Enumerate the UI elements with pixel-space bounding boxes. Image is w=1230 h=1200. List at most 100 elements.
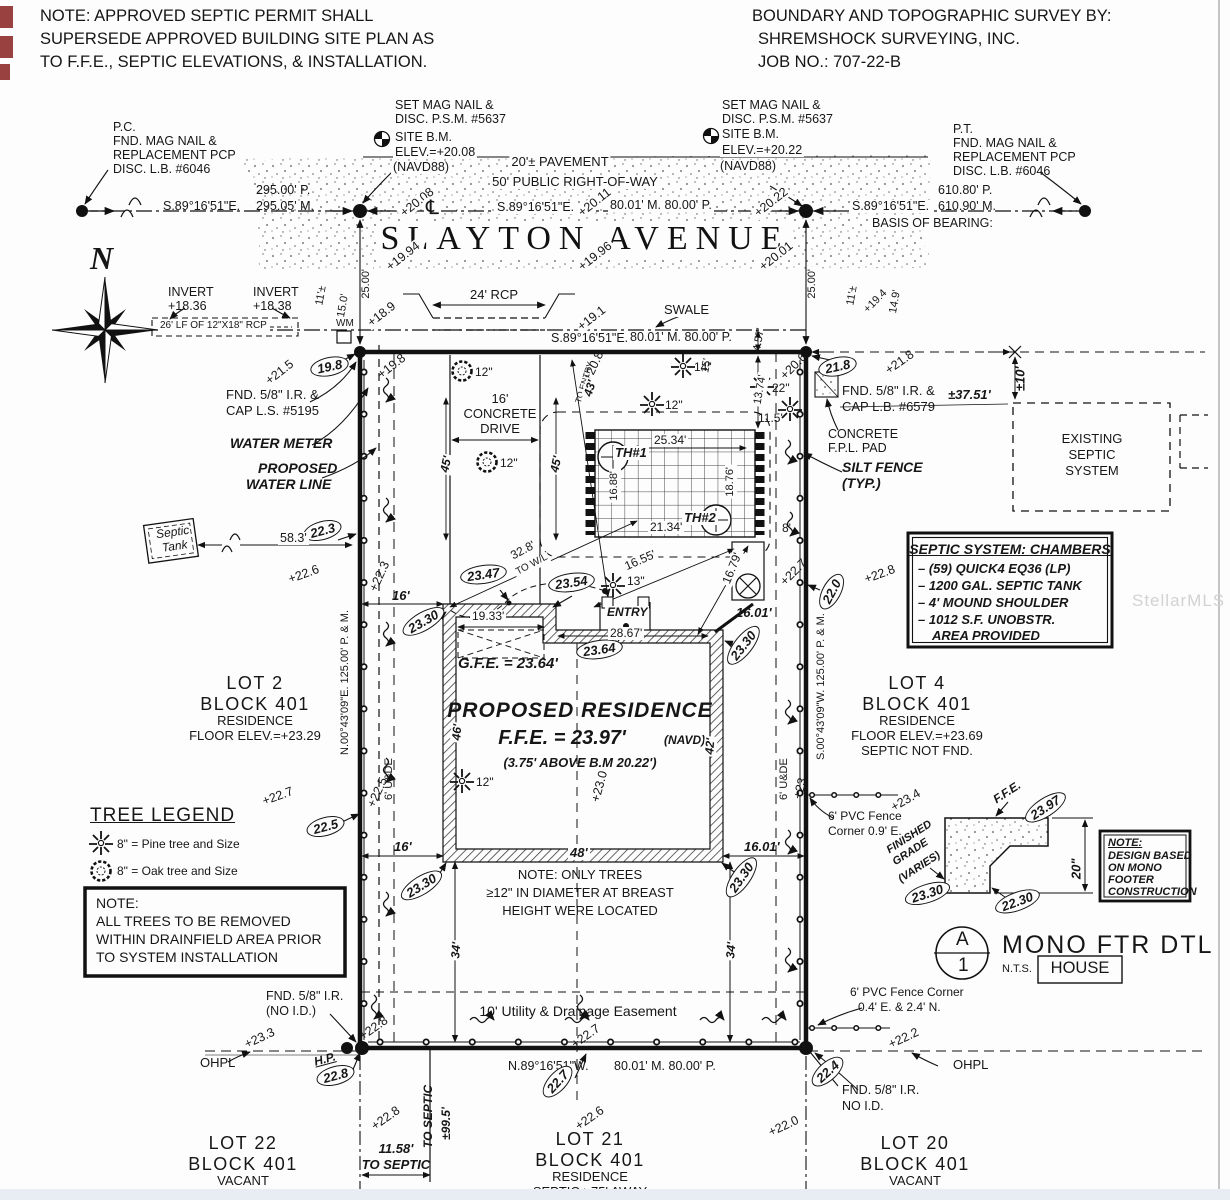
dim-16-bottom: 16' [394,839,412,854]
dim-2134: 21.34' [648,520,685,534]
detail-bubble-letter: A [956,929,969,950]
dim-34a: 34' [448,939,464,961]
lot2-line1: LOT 2 [226,673,284,693]
dim-1158: 11.58' [378,1141,414,1156]
septic-chambers-box [906,531,1114,649]
dim-25-left: 25.00' [360,266,373,301]
dim-995-to-septic: TO SEPTIC [421,1084,435,1148]
north-letter: N [90,240,114,276]
treenote-line3: HEIGHT WERE LOCATED [502,903,658,918]
culvert-pipe-label: 26' LF OF 12"X18" RCP [158,320,269,332]
water-meter-wm: WM [336,318,354,329]
benchmark-icon-left [373,130,391,148]
bml-line1: SET MAG NAIL & [395,98,494,112]
lot22-line2: BLOCK 401 [188,1154,298,1174]
treenote-line2: ≥12" IN DIAMETER AT BREAST [486,885,674,900]
lot21-line2: BLOCK 401 [535,1150,645,1170]
legend-pine-label: 8" = Pine tree and Size [117,837,240,851]
fnd-ir-sw-line2: (NO I.D.) [266,1004,316,1018]
dim-2534: 25.34' [652,433,689,447]
bearing-west-segment: S.89°16'51"E. [163,199,241,213]
fnd-ir-nw-line2: CAP L.S. #5195 [226,403,319,418]
existing-septic-line2: SEPTIC [1068,447,1116,462]
ohpl-left: OHPL [200,1055,236,1070]
lot4-line2: BLOCK 401 [862,694,972,714]
tree-symbols [449,353,803,794]
fnd-ir-sw-line1: FND. 5/8" I.R. [266,989,344,1003]
lot4-line3: RESIDENCE [879,713,955,728]
legend-oak-icon [90,860,112,882]
bearing-swale: S.89°16'51"E. [549,331,631,346]
tree-note-line3: WITHIN DRAINFIELD AREA PRIOR [96,931,322,947]
note-septic-permit-line3: TO F.F.E., SEPTIC ELEVATIONS, & INSTALLA… [40,53,428,71]
septic-box-title: SEPTIC SYSTEM: CHAMBERS [909,541,1111,557]
septic-tank-tie [142,517,353,564]
west-bearing: N.00°43'09"E. 125.00' P. & M. [339,609,351,755]
drive-line2: CONCRETE [463,406,537,421]
easement-label: 10' Utility & Drainage Easement [479,1003,677,1019]
existing-septic-line3: SYSTEM [1065,463,1119,478]
fence-east-line1: 6' PVC Fence [828,809,902,823]
house-navd: (NAVD) [664,733,706,747]
benchmark-icon-right [702,127,720,145]
dim-1688: 16.88' [608,468,621,503]
fence-se-line2: 0.4' E. & 2.4' N. [858,1000,941,1014]
tree-legend-title: TREE LEGEND [90,805,236,826]
swale-label: SWALE [662,302,712,317]
th1-label: TH#1 [613,445,649,460]
fence-se-line1: 6' PVC Fence Corner [850,985,964,999]
tree-size-22: 22" [772,381,790,395]
pt-line1: FND. MAG NAIL & [953,136,1057,150]
dist-295-plat: 295.00' P. [256,183,311,197]
dim-1933: 19.33' [470,609,507,623]
invert1-label: INVERT [168,285,214,299]
pt-title: P.T. [953,122,973,136]
dim-16-top: 16' [392,588,410,603]
invert2-label: INVERT [253,285,299,299]
detail-note-title: NOTE: [1108,837,1143,849]
th2-label: TH#2 [682,510,718,525]
lot4-line4: FLOOR ELEV.=+23.69 [851,728,983,743]
dist-80-street: 80.01' M. 80.00' P. [608,198,714,213]
house-bm-note: (3.75' ABOVE B.M 20.22') [503,755,657,770]
dim-10: ±10' [1012,366,1028,392]
scan-mark-2 [0,36,13,58]
east-ude: 6' U&DE [778,758,790,800]
entry-label: ENTRY [605,605,650,619]
mono-footer-detail [929,801,1192,984]
fpl-pad-line2: F.P.L. PAD [828,441,887,455]
dist-80-south: 80.01' M. 80.00' P. [614,1059,716,1073]
bml-datum: (NAVD88) [391,160,452,175]
proposed-water-line2: WATER LINE [246,476,332,492]
septic-box-item5: AREA PROVIDED [932,628,1040,643]
water-line [336,330,380,1045]
lot2-line2: BLOCK 401 [200,694,310,714]
tree-size-13: 13" [627,574,645,588]
dim-3751: ±37.51' [946,387,993,402]
bml-line3: SITE B.M. [395,130,452,144]
tree-note-line1: NOTE: [96,895,139,911]
north-arrow-icon [51,276,159,384]
note-septic-permit-line2: SUPERSEDE APPROVED BUILDING SITE PLAN AS [40,30,435,48]
tree-size-14: 14" [694,360,712,374]
east-bearing: S.00°43'09"W. 125.00' P. & M. [815,613,827,760]
proposed-water-line1: PROPOSED [258,460,338,476]
dim-995: ±99.5' [439,1107,453,1140]
basis-of-bearing: BASIS OF BEARING: [870,216,995,231]
tree-note-line4: TO SYSTEM INSTALLATION [96,949,279,965]
note-septic-permit-line1: NOTE: APPROVED SEPTIC PERMIT SHALL [40,7,374,25]
dim-1601-bottom: 16.01' [744,839,780,854]
pc-line1: FND. MAG NAIL & [113,134,217,148]
septic-box-item3: – 4' MOUND SHOULDER [918,595,1069,610]
fnd-ir-ne-line2: CAP L.B. #6579 [842,399,935,414]
scan-mark-3 [0,64,10,80]
pc-line3: DISC. L.B. #6046 [113,162,211,176]
lot22-line3: VACANT [217,1173,269,1188]
tree-note-line2: ALL TREES TO BE REMOVED [96,913,291,929]
tree-size-12a: 12" [475,365,493,379]
detail-bubble-number: 1 [958,955,969,976]
drive-line3: DRIVE [480,421,520,436]
silt-fence-line2: (TYP.) [842,475,881,491]
pt-line3: DISC. L.B. #6046 [953,164,1051,178]
